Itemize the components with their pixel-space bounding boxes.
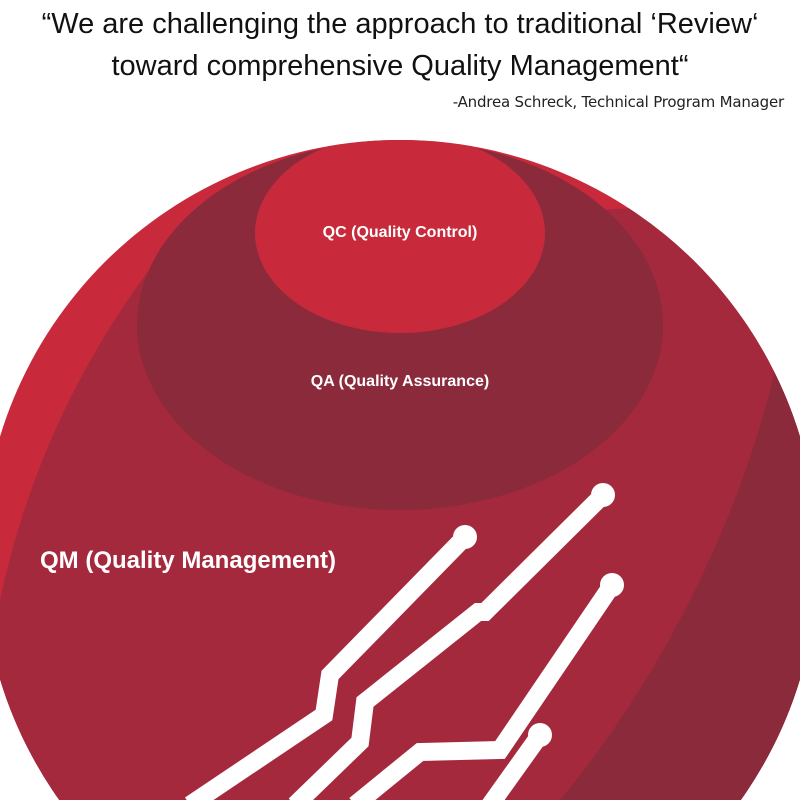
quote-author: -Andrea Schreck, Technical Program Manag… <box>452 93 784 111</box>
quote-line-1: “We are challenging the approach to trad… <box>41 8 759 40</box>
qc-ellipse <box>255 140 545 333</box>
circuit-node-icon <box>591 483 615 507</box>
circuit-node-icon <box>528 723 552 747</box>
quote-line-2: toward comprehensive Quality Management“ <box>111 50 689 82</box>
circuit-line <box>288 488 610 800</box>
qm-label: QM (Quality Management) <box>40 547 337 574</box>
qa-label: QA (Quality Assurance) <box>310 373 490 390</box>
circuit-node-icon <box>600 573 624 597</box>
circuit-line <box>482 729 548 800</box>
circuit-line <box>349 579 620 800</box>
circuit-lines <box>184 488 620 800</box>
qc-label: QC (Quality Control) <box>322 224 478 241</box>
circuit-line <box>184 530 472 800</box>
circuit-node-icon <box>453 525 477 549</box>
qm-dark-band <box>560 370 800 800</box>
